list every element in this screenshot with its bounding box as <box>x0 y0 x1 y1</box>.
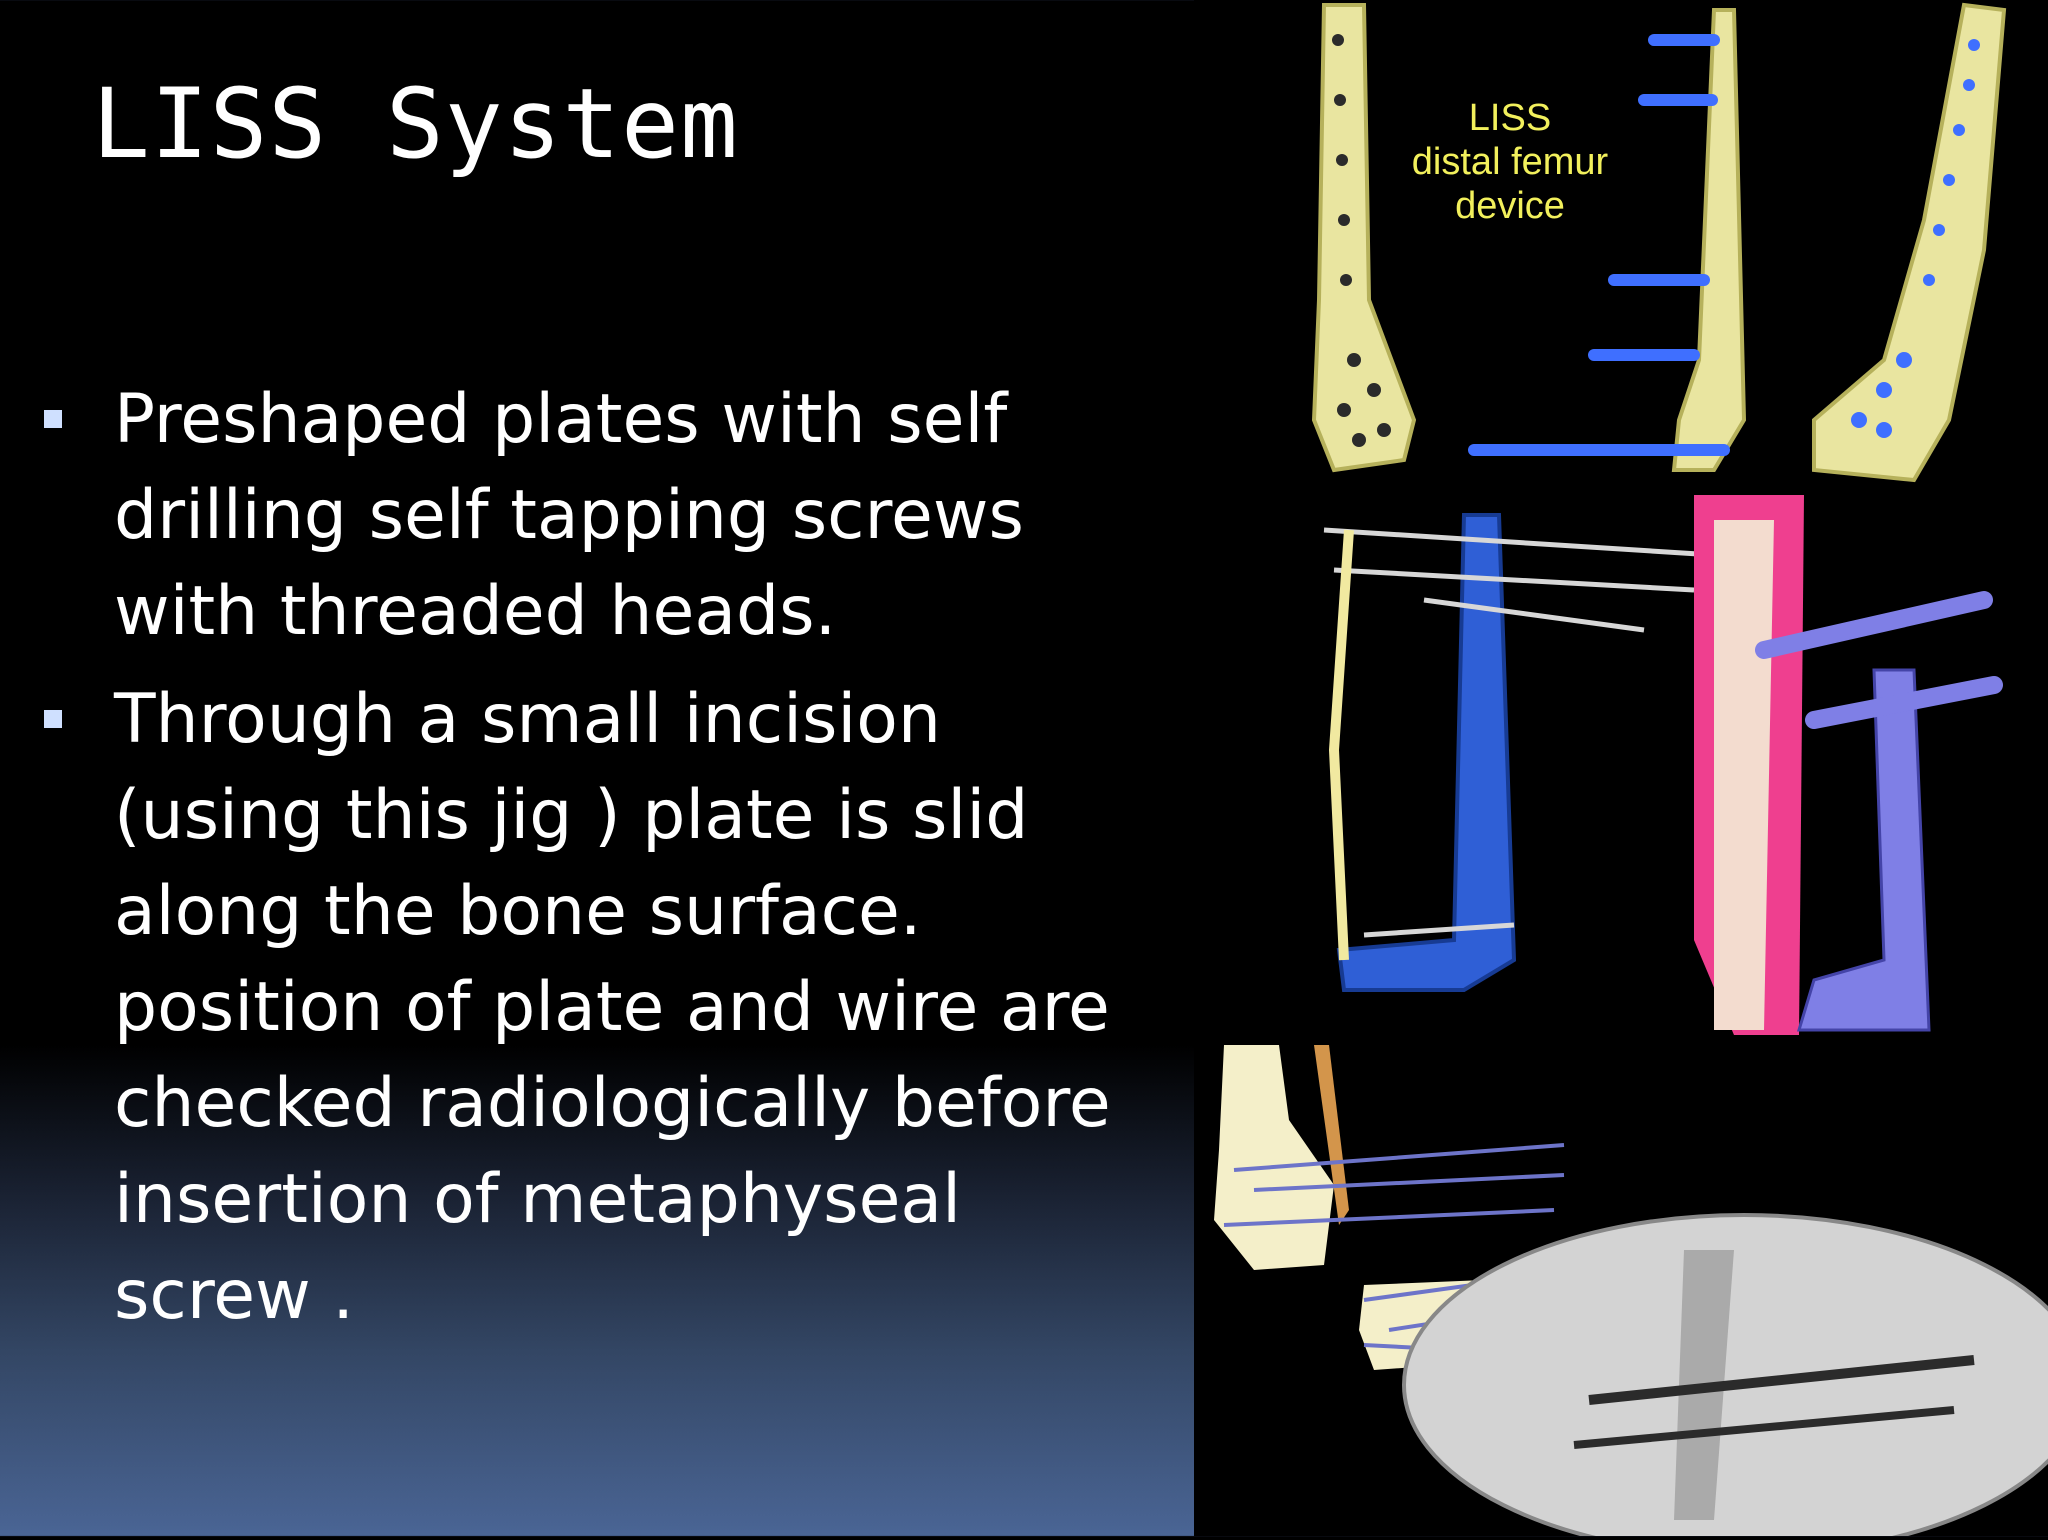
jig-arms <box>1755 591 2003 729</box>
bullet-item-1: Preshaped plates with self drilling self… <box>36 372 1156 660</box>
square-bullet-icon <box>44 710 62 728</box>
figure-panel <box>1194 0 2048 1540</box>
plate-under-jig <box>1328 529 1354 961</box>
figure-label: LISS distal femur device <box>1360 96 1660 228</box>
bullet-text-2: Through a small incision (using this jig… <box>114 680 1111 1335</box>
jig-purple <box>1796 668 1931 1032</box>
guide-wires-lower <box>1223 1143 1565 1227</box>
square-bullet-icon <box>44 410 62 428</box>
figure-label-line-1: LISS <box>1468 97 1552 139</box>
figure-label-line-2: distal femur <box>1411 141 1609 183</box>
bullet-text-1: Preshaped plates with self drilling self… <box>114 380 1024 651</box>
plate-left-holes <box>1332 34 1391 447</box>
plate-left <box>1311 3 1417 473</box>
plate-right-holes <box>1851 39 1980 438</box>
bullet-item-2: Through a small incision (using this jig… <box>36 672 1156 1344</box>
plate-on-bone <box>1314 1045 1349 1225</box>
xray-guide-wire-1 <box>1588 1355 1975 1405</box>
guide-wires-middle <box>1323 527 1715 938</box>
figure-label-line-3: device <box>1455 185 1565 227</box>
insertion-jig <box>1336 513 1517 992</box>
distal-femur-lower-left <box>1214 1045 1334 1270</box>
plate-right <box>1812 2 2007 483</box>
slide-title: LISS System <box>92 68 739 180</box>
screws-top <box>1468 34 1730 456</box>
liss-illustration <box>1214 2 2048 1540</box>
plate-middle <box>1671 8 1747 472</box>
xray-guide-wire-2 <box>1573 1406 1955 1449</box>
femur-bone <box>1714 520 1774 1030</box>
xray-image <box>1404 1215 2048 1540</box>
bullet-list: Preshaped plates with self drilling self… <box>36 372 1156 1356</box>
